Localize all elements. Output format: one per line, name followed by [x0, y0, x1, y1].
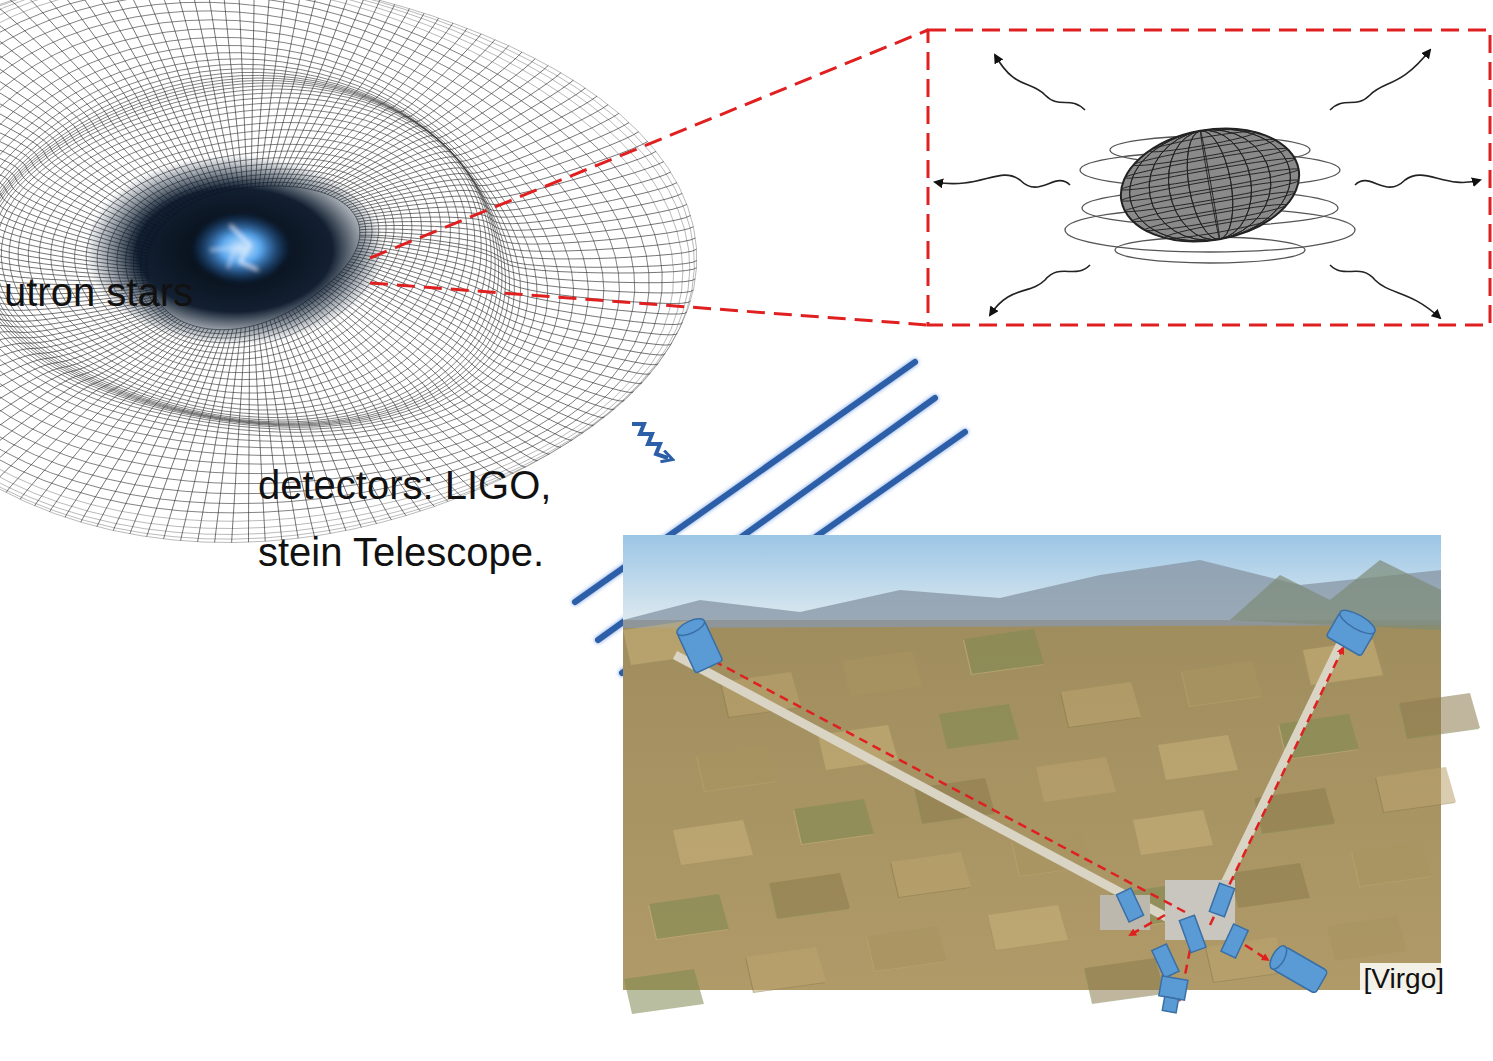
nebula: [191, 213, 291, 284]
mirror-symbols: [675, 606, 1379, 1014]
deformed-neutron-star: [935, 50, 1480, 318]
spacetime-mesh: [0, 0, 697, 543]
virgo-photo: [623, 535, 1480, 1014]
laser-path: [697, 648, 1343, 1000]
slide-text: utron stars: [4, 270, 193, 315]
dark-core: [85, 155, 385, 345]
photo-credit: [Virgo]: [1360, 963, 1448, 995]
slide-text: stein Telescope.: [258, 530, 544, 575]
zoom-callout: [370, 30, 1490, 325]
slide-text: detectors: LIGO,: [258, 463, 551, 508]
